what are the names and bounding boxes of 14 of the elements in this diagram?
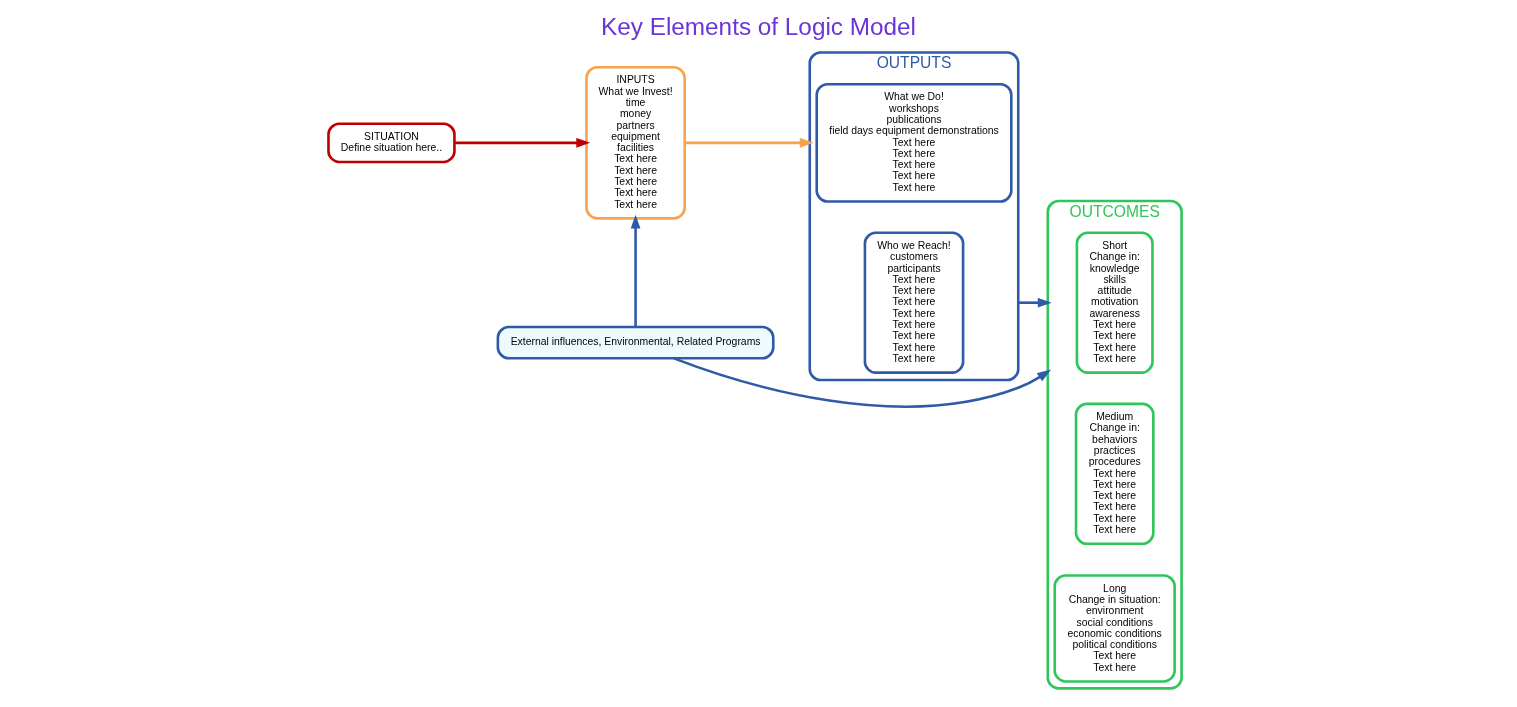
node-box: INPUTS What we Invest! time money partners equipment facilities Text here Text here Text here Text here Text here — [585, 65, 686, 220]
node-box: Long Change in situation: environment social conditions economic conditions political conditions Text here Text here — [1053, 574, 1176, 683]
node-box: Medium Change in: behaviors practices procedures Text here Text here Text here Text here Text here Text here — [1074, 402, 1155, 546]
node-box: Who we Reach! customers participants Text here Text here Text here Text here Text here Text here Text here Text here — [863, 231, 965, 374]
node-box: What we Do! workshops publications field days equipment demonstrations Text here Text here Text here Text here Text here — [815, 82, 1013, 203]
arrow — [673, 357, 1052, 408]
node-box: SITUATION Define situation here.. — [327, 122, 456, 164]
diagram-title: Key Elements of Logic Model — [601, 12, 916, 40]
node-box: External influences, Environmental, Related Programs — [496, 325, 775, 360]
arrow — [684, 137, 814, 148]
arrow — [1018, 297, 1052, 308]
arrow — [454, 137, 591, 148]
arrow — [630, 214, 641, 327]
node-box: Short Change in: knowledge skills attitude motivation awareness Text here Text here Text here Text here — [1075, 231, 1154, 374]
